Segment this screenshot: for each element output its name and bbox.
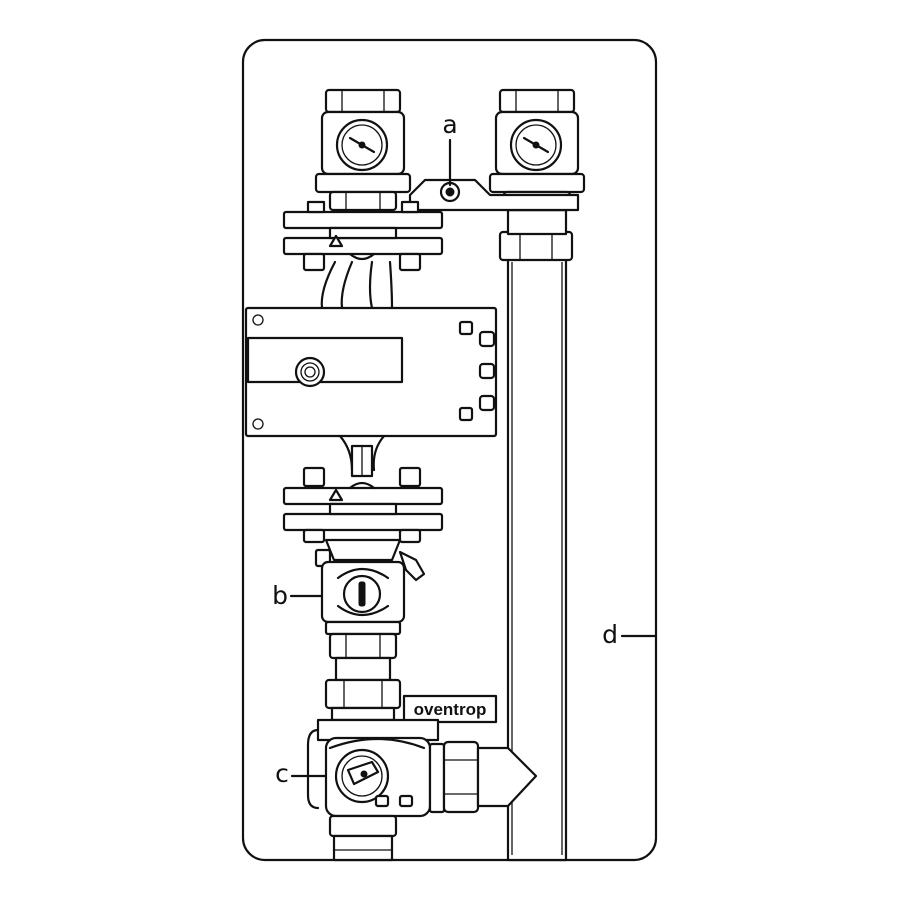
upper-flange <box>282 200 444 272</box>
callout-label-b: b <box>272 581 288 610</box>
circulation-pump <box>244 306 498 438</box>
pump-speed-selector <box>294 356 326 388</box>
thermometer-valve-left <box>314 88 412 212</box>
thermometer-valve-right <box>488 88 586 212</box>
wall-bracket <box>408 178 580 212</box>
callout-label-c: c <box>275 759 289 788</box>
connection-union <box>324 656 402 722</box>
callout-label-d: d <box>602 620 618 649</box>
ball-valve-check-valve <box>314 538 426 660</box>
mixing-valve <box>306 718 538 862</box>
brand-label: oventrop <box>414 700 487 719</box>
pump-volute-upper <box>320 260 394 310</box>
callout-label-a: a <box>442 110 457 139</box>
callout-a: a <box>442 110 458 187</box>
pump-volute-lower <box>338 434 386 478</box>
brand-plate: oventrop <box>402 694 498 724</box>
insulation-shell <box>241 38 658 862</box>
lower-flange <box>282 466 444 544</box>
callout-b: b <box>272 581 324 610</box>
callout-d: d <box>602 620 658 649</box>
callout-c: c <box>275 759 328 788</box>
